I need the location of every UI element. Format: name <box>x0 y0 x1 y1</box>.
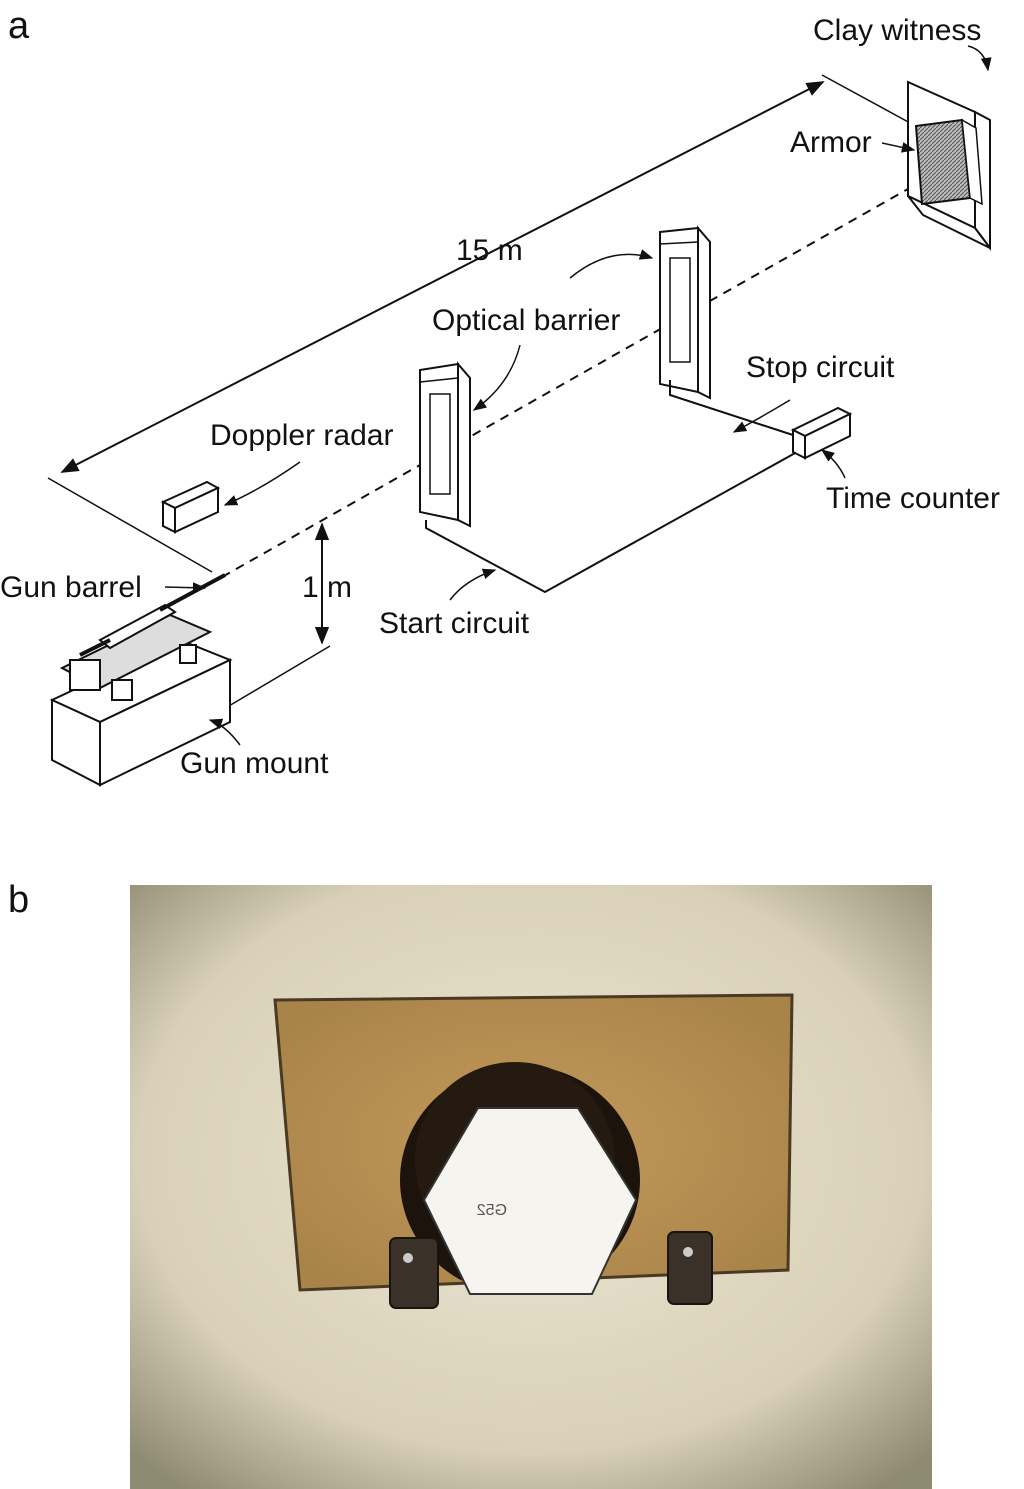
clay-witness-label: Clay witness <box>813 14 981 47</box>
ceramic-hexagon-tile <box>422 1107 638 1295</box>
optical-barrier-label: Optical barrier <box>432 304 620 337</box>
optical-barrier-2 <box>659 225 711 400</box>
panel-label-a: a <box>8 5 30 47</box>
armor-plate <box>914 118 983 206</box>
doppler-radar-label: Doppler radar <box>210 419 393 452</box>
armor-label: Armor <box>790 126 872 159</box>
optical-barrier-1 <box>419 361 471 528</box>
mounting-tab-right <box>667 1231 713 1305</box>
panel-label-b: b <box>8 879 29 921</box>
start-circuit-label: Start circuit <box>379 607 530 640</box>
mounting-tab-left <box>389 1237 439 1309</box>
gun-mount-label: Gun mount <box>180 747 329 780</box>
distance-dimension <box>47 74 913 573</box>
distance-label: 15 m <box>456 234 523 267</box>
stop-circuit-wire <box>669 380 797 437</box>
time-counter <box>790 406 853 460</box>
tile-marking: G52 <box>477 1202 507 1219</box>
gun-barrel-label: Gun barrel <box>0 571 142 604</box>
start-circuit-wire <box>425 451 798 594</box>
target-photo: G52 <box>130 885 932 1489</box>
doppler-radar <box>160 480 221 534</box>
height-label: 1 m <box>302 571 352 604</box>
time-counter-label: Time counter <box>826 482 1000 515</box>
gun-assembly <box>49 573 233 787</box>
stop-circuit-label: Stop circuit <box>746 351 895 384</box>
